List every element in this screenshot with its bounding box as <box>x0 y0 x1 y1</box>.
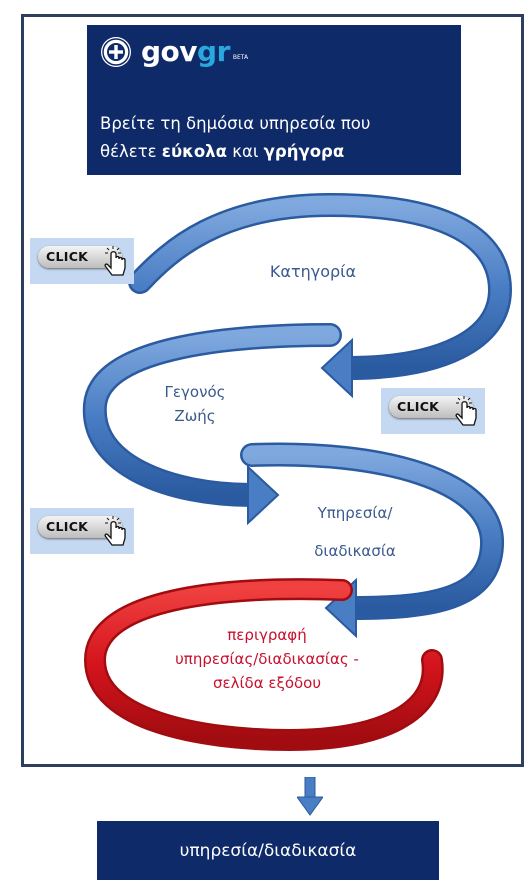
final-step-label: περιγραφή υπηρεσίας/διαδικασίας - σελίδα… <box>175 626 359 692</box>
greek-emblem-icon <box>101 37 131 67</box>
click-label: CLICK <box>46 249 89 264</box>
click-pill <box>38 246 122 268</box>
result-label: υπηρεσία/διαδικασία <box>179 840 357 861</box>
step-service-label: Υπηρεσία/ διαδικασία <box>314 504 396 560</box>
pointer-hand-icon <box>104 516 126 546</box>
tagline-line-2: θέλετε εύκολα και γρήγορα <box>100 142 345 161</box>
click-button-category[interactable]: CLICK <box>30 238 134 284</box>
tagline-line-1: Βρείτε τη δημόσια υπηρεσία που <box>100 114 371 133</box>
step-category-label: Κατηγορία <box>269 262 357 281</box>
pointer-hand-icon <box>104 246 126 276</box>
click-button-life-event[interactable]: CLICK <box>381 388 485 434</box>
pointer-hand-icon <box>455 396 477 426</box>
loop-1-arrowhead <box>320 337 353 399</box>
click-pill <box>389 396 473 418</box>
click-pill <box>38 516 122 538</box>
header-tagline: Βρείτε τη δημόσια υπηρεσία που θέλετε εύ… <box>100 110 455 166</box>
click-label: CLICK <box>397 399 440 414</box>
click-button-service[interactable]: CLICK <box>30 508 134 554</box>
step-life-event-label: Γεγονός Ζωής <box>164 383 226 425</box>
click-label: CLICK <box>46 519 89 534</box>
down-arrow-icon <box>297 777 323 816</box>
govgr-logo: govgr BETA <box>101 35 248 69</box>
beta-badge: BETA <box>232 53 249 61</box>
loop-2-arrowhead <box>247 464 280 526</box>
govgr-header: govgr BETA Βρείτε τη δημόσια υπηρεσία πο… <box>87 25 461 175</box>
result-box: υπηρεσία/διαδικασία <box>97 821 439 880</box>
brand-name: govgr <box>141 35 230 68</box>
